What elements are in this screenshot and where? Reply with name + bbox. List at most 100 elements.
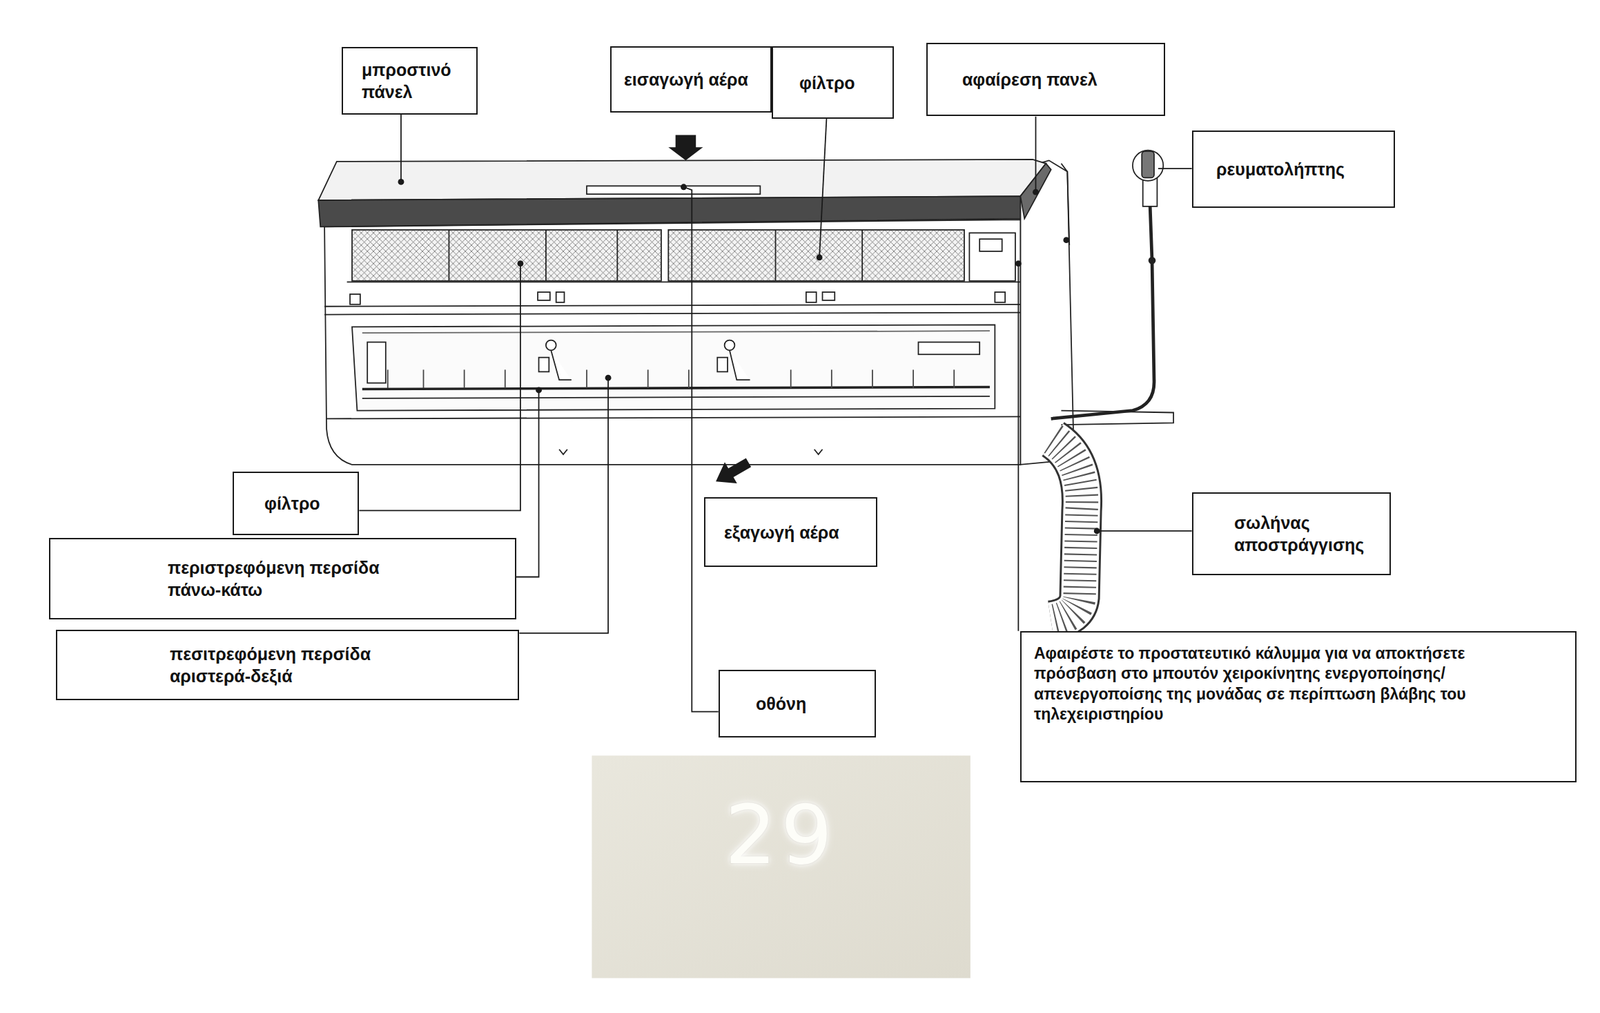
illustration-rect bbox=[822, 291, 836, 301]
illustration-circle bbox=[1015, 260, 1022, 267]
illustration-line bbox=[871, 369, 874, 388]
label-box: σωλήνας αποστράγγισης bbox=[1192, 492, 1391, 575]
illustration-g bbox=[387, 369, 954, 388]
illustration-g bbox=[539, 340, 751, 381]
label-box: Αφαιρέστε το προστατευτικό κάλυμμα για ν… bbox=[1020, 630, 1577, 783]
illustration-line bbox=[953, 369, 955, 388]
illustration-circle bbox=[680, 183, 687, 190]
illustration-rect bbox=[349, 294, 361, 305]
illustration-line bbox=[423, 369, 425, 388]
illustration-rect bbox=[586, 185, 760, 194]
illustration-line bbox=[362, 387, 990, 390]
illustration-rect bbox=[1141, 151, 1155, 178]
illustration-line bbox=[616, 229, 618, 281]
label-text: φίλτρο bbox=[264, 492, 321, 515]
label-text: εισαγωγή αέρα bbox=[623, 68, 749, 91]
illustration-circle bbox=[816, 254, 823, 261]
illustration-rect bbox=[918, 341, 980, 355]
illustration-line bbox=[912, 369, 914, 388]
illustration-line bbox=[775, 229, 777, 281]
illustration-path bbox=[1060, 410, 1174, 426]
display-reading: 29 bbox=[724, 793, 837, 876]
illustration-line bbox=[861, 229, 863, 281]
illustration-circle bbox=[545, 340, 557, 351]
illustration-path bbox=[324, 219, 1021, 465]
illustration-line bbox=[790, 369, 792, 388]
label-box: φίλτρο bbox=[771, 46, 894, 119]
illustration-line bbox=[688, 369, 690, 388]
illustration-circle bbox=[517, 260, 524, 267]
illustration-circle bbox=[1094, 528, 1101, 535]
illustration-rect bbox=[591, 755, 970, 978]
illustration-rect bbox=[969, 232, 1016, 281]
illustration-line bbox=[326, 416, 1021, 419]
illustration-path bbox=[516, 389, 540, 578]
illustration-line bbox=[324, 312, 1021, 315]
label-box: εισαγωγή αέρα bbox=[610, 46, 772, 113]
label-text: σωλήνας αποστράγγισης bbox=[1234, 511, 1378, 556]
illustration-g bbox=[398, 178, 1101, 534]
illustration-circle bbox=[1132, 150, 1164, 181]
illustration-circle bbox=[1062, 236, 1070, 243]
label-text: οθόνη bbox=[755, 692, 807, 715]
illustration-path bbox=[400, 114, 402, 183]
illustration-line bbox=[463, 369, 466, 388]
illustration-circle bbox=[1149, 257, 1156, 264]
illustration-line bbox=[586, 369, 588, 388]
label-text: πεσιτρεφόμενη περσίδα αριστερά-δεξιά bbox=[169, 642, 426, 687]
illustration-path bbox=[1051, 438, 1083, 621]
illustration-path bbox=[1158, 167, 1193, 170]
illustration-g bbox=[358, 114, 1192, 712]
illustration-g bbox=[709, 452, 755, 493]
illustration-circle bbox=[605, 374, 612, 382]
illustration-rect bbox=[994, 291, 1006, 303]
illustration-path bbox=[709, 452, 755, 493]
illustration-line bbox=[647, 369, 649, 388]
illustration-rect bbox=[979, 238, 1003, 252]
illustration-circle bbox=[398, 178, 405, 185]
label-text: περιστρεφόμενη περσίδα πάνω-κάτω bbox=[167, 556, 424, 601]
label-box: αφαίρεση πανελ bbox=[926, 42, 1166, 116]
illustration-path bbox=[318, 196, 1021, 227]
illustration-path bbox=[1051, 204, 1155, 419]
label-box: πεσιτρεφόμενη περσίδα αριστερά-δεξιά bbox=[55, 629, 520, 700]
label-box: μπροστινό πάνελ bbox=[341, 46, 478, 115]
illustration-line bbox=[362, 396, 990, 399]
illustration-path bbox=[358, 263, 521, 511]
label-text: φίλτρο bbox=[799, 71, 856, 94]
illustration-path bbox=[668, 134, 703, 161]
illustration-path bbox=[1017, 263, 1019, 631]
illustration-circle bbox=[535, 387, 542, 394]
illustration-path bbox=[1060, 163, 1070, 246]
illustration-path bbox=[1035, 116, 1037, 192]
illustration-path bbox=[352, 324, 995, 411]
illustration-path bbox=[362, 330, 990, 333]
illustration-path bbox=[819, 118, 827, 258]
illustration-rect bbox=[537, 291, 551, 301]
illustration-line bbox=[387, 369, 389, 388]
illustration-path bbox=[1020, 160, 1074, 465]
illustration-rect bbox=[556, 291, 565, 303]
illustration-path bbox=[1051, 438, 1083, 621]
illustration-rect bbox=[717, 357, 728, 373]
label-text: ρευματολήπτης bbox=[1216, 158, 1345, 181]
label-box: εξαγωγή αέρα bbox=[704, 496, 878, 567]
label-text: Αφαιρέστε το προστατευτικό κάλυμμα για ν… bbox=[1033, 643, 1483, 725]
label-box: οθόνη bbox=[718, 669, 876, 738]
illustration-path bbox=[683, 187, 718, 712]
illustration-rect bbox=[539, 357, 550, 373]
label-box: περιστρεφόμενη περσίδα πάνω-κάτω bbox=[49, 537, 517, 620]
illustration-path bbox=[1096, 530, 1192, 532]
illustration-line bbox=[504, 369, 506, 388]
label-text: μπροστινό πάνελ bbox=[361, 58, 464, 103]
illustration-path bbox=[550, 349, 572, 380]
illustration-path bbox=[318, 159, 1046, 201]
illustration-path bbox=[559, 449, 823, 455]
illustration-line bbox=[831, 369, 833, 388]
illustration-circle bbox=[1032, 189, 1039, 196]
illustration-rect bbox=[806, 291, 817, 303]
illustration-line bbox=[545, 229, 547, 281]
illustration-line bbox=[347, 280, 1021, 283]
illustration-path bbox=[729, 349, 751, 380]
illustration-line bbox=[448, 229, 451, 281]
